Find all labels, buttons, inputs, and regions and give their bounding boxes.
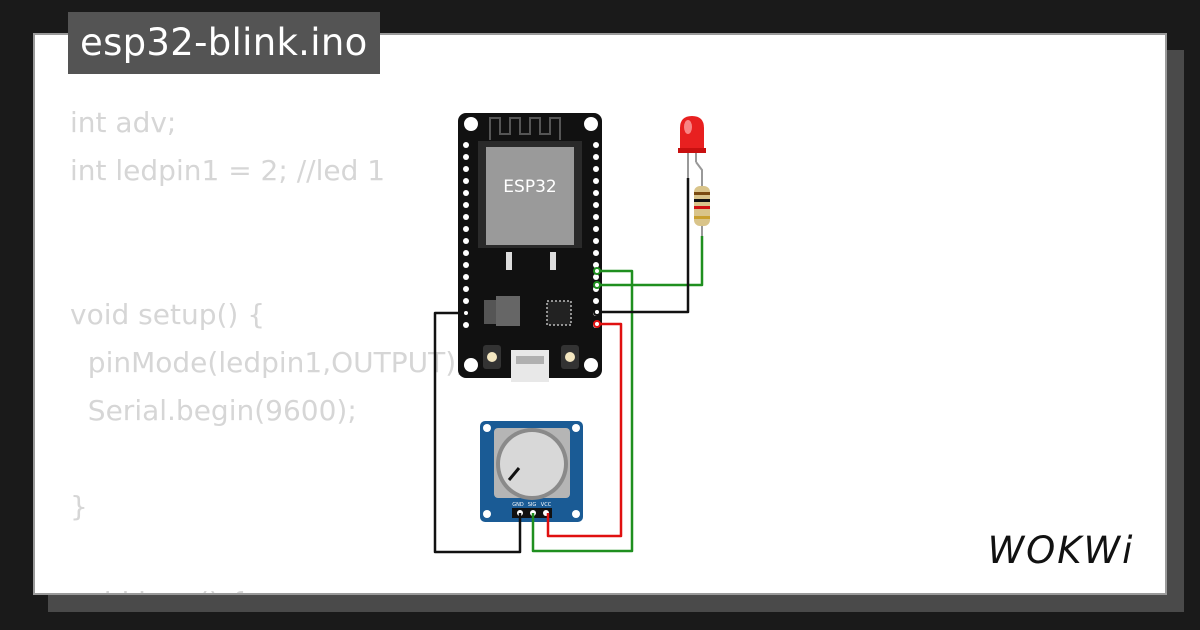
wire-led-resistor[interactable] [597,236,704,287]
pot-pin-sig-label: SIG [528,502,537,508]
red-led[interactable] [678,116,706,178]
board-label: ESP32 [503,177,556,197]
code-line: void loop() { [70,579,466,593]
pot-pin-vcc-label: VCC [541,502,552,508]
code-line: int ledpin1 = 2; //led 1 [70,154,386,187]
esp32-left-pins [463,142,469,328]
esp32-chip [486,147,574,245]
wokwi-logo-text: WOKWi [988,529,1135,572]
code-line: } [70,490,88,523]
esp32-board[interactable]: ESP32 [458,113,602,382]
potentiometer-knob[interactable] [500,432,564,496]
resistor[interactable] [694,178,710,236]
pot-pin-gnd-label: GND [512,502,524,508]
code-line: void setup() { [70,298,266,331]
wire-led-ground[interactable] [597,178,690,314]
project-title[interactable]: esp32-blink.ino [68,12,380,74]
code-line: int adv; [70,106,177,139]
wire-pot-sig[interactable] [531,269,634,553]
wire-pot-vcc[interactable] [546,322,623,538]
code-line: Serial.begin(9600); [70,394,357,427]
potentiometer[interactable]: GND SIG VCC [480,421,583,522]
code-background: int adv; int ledpin1 = 2; //led 1 void set… [70,99,466,593]
wokwi-logo: WOKWi [988,529,1135,572]
wire-pot-gnd[interactable] [433,311,522,554]
code-line: pinMode(ledpin1,OUTPUT); [70,346,466,379]
